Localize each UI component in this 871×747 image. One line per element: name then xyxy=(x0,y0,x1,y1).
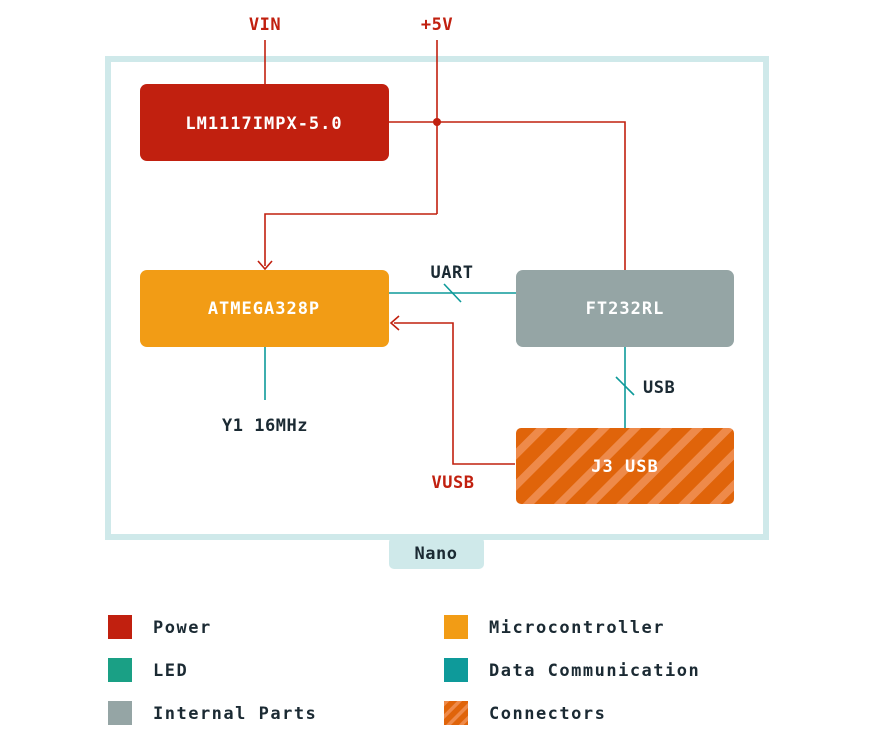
arrow-into-mcu-side xyxy=(389,315,400,331)
usb-connector-label: J3 USB xyxy=(591,457,658,477)
v5-to-mcu-wire xyxy=(264,213,437,266)
legend-swatch-internal-parts xyxy=(108,701,132,725)
legend-label-power: Power xyxy=(153,618,212,638)
legend-swatch-led xyxy=(108,658,132,682)
data-wires xyxy=(264,283,635,428)
mcu-label: ATMEGA328P xyxy=(208,299,320,319)
legend-label-led: LED xyxy=(153,661,188,681)
legend-label-data-communication: Data Communication xyxy=(489,661,700,681)
usb-slash xyxy=(615,376,635,396)
mcu-block xyxy=(140,270,389,347)
regulator-label: LM1117IMPX-5.0 xyxy=(185,114,342,134)
regulator-to-ft232-wire xyxy=(389,121,626,270)
legend-label-connectors: Connectors xyxy=(489,704,606,724)
vin-label: VIN xyxy=(249,15,281,35)
uart-label: UART xyxy=(431,263,474,283)
v5-junction-dot xyxy=(433,118,441,126)
regulator-block xyxy=(140,84,389,161)
arrow-into-mcu-top xyxy=(257,260,273,271)
legend-label-microcontroller: Microcontroller xyxy=(489,618,665,638)
legend-swatch-data-communication xyxy=(444,658,468,682)
v5-label: +5V xyxy=(421,15,453,35)
usb-label: USB xyxy=(643,378,675,398)
legend-swatch-connectors xyxy=(444,701,468,725)
vusb-label: VUSB xyxy=(432,473,475,493)
legend-swatch-power xyxy=(108,615,132,639)
power-wires xyxy=(264,40,626,465)
legend: Power Microcontroller LED Data Communica… xyxy=(108,615,700,725)
usb-bridge-block xyxy=(516,270,734,347)
crystal-label: Y1 16MHz xyxy=(222,416,308,436)
uart-slash xyxy=(443,283,462,303)
legend-swatch-microcontroller xyxy=(444,615,468,639)
usb-connector-block xyxy=(516,428,734,504)
board-name: Nano xyxy=(415,544,458,564)
vusb-wire xyxy=(394,322,515,465)
usb-bridge-label: FT232RL xyxy=(586,299,665,319)
board-name-tab xyxy=(389,537,484,569)
legend-label-internal-parts: Internal Parts xyxy=(153,704,317,724)
